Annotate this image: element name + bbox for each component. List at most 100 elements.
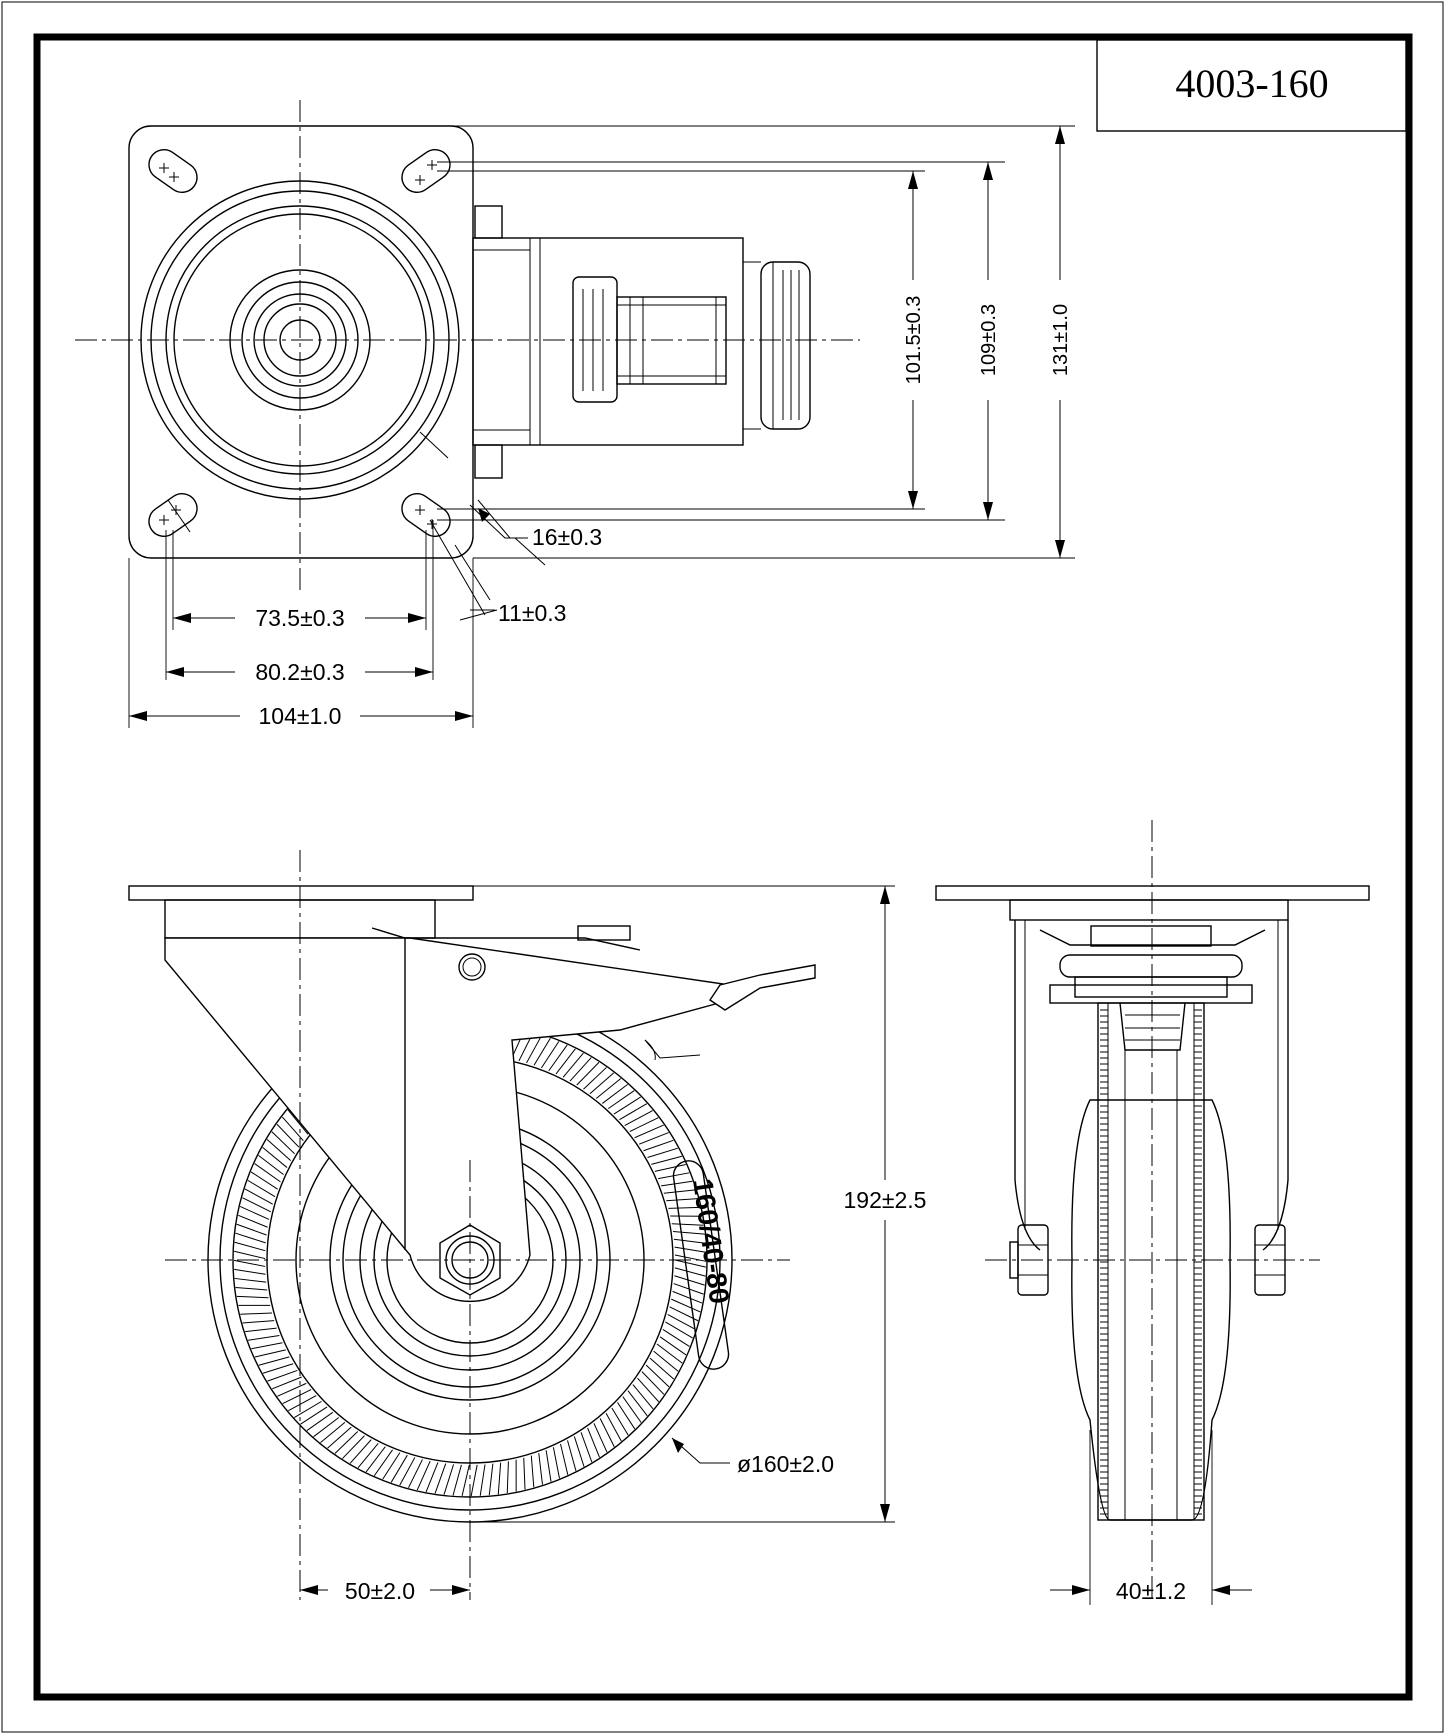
tread-tick <box>617 1402 636 1430</box>
tread-tick <box>266 1139 292 1161</box>
tread-tick <box>605 1413 622 1442</box>
dim-plate-width: 104±1.0 <box>129 703 473 729</box>
dim-overall-height: 192±2.5 <box>844 886 927 1522</box>
dim-slot-length: 11±0.3 <box>429 519 566 626</box>
tread-tick <box>613 1096 641 1115</box>
tread-tick <box>262 1146 288 1168</box>
tread-tick <box>239 1205 270 1220</box>
tread-tick <box>277 1382 307 1397</box>
svg-text:192±2.5: 192±2.5 <box>844 1187 927 1213</box>
tread-tick <box>373 1449 393 1477</box>
tread-tick <box>653 1350 679 1372</box>
tread-tick <box>523 1457 526 1490</box>
tread-tick <box>300 1406 328 1425</box>
tread-tick <box>271 1131 295 1155</box>
tread-tick <box>593 1423 608 1453</box>
tread-tick <box>649 1357 675 1380</box>
tread-tick <box>234 1250 266 1260</box>
tread-tick <box>434 1463 447 1494</box>
tread-tick <box>425 1462 439 1493</box>
tread-tick <box>276 1123 300 1148</box>
tread-tick <box>632 1384 654 1410</box>
tread-tick <box>674 1275 705 1286</box>
dim-wheel-width: 40±1.2 <box>1050 1578 1252 1604</box>
tread-tick <box>235 1232 266 1244</box>
dim-height-outer: 131±1.0 <box>1050 126 1072 558</box>
tread-tick <box>619 1103 648 1121</box>
tread-tick <box>583 1067 607 1090</box>
tread-tick <box>672 1290 703 1304</box>
tread-tick <box>530 1455 535 1488</box>
side-fork <box>164 925 816 1302</box>
tread-tick <box>479 1464 486 1496</box>
tread-tick <box>552 1447 560 1479</box>
dim-height-mid: 109±0.3 <box>978 162 1000 520</box>
tread-tick <box>497 1462 502 1495</box>
tread-tick <box>306 1411 334 1431</box>
svg-text:40±1.2: 40±1.2 <box>1116 1578 1186 1604</box>
tread-tick <box>667 1313 696 1330</box>
tread-tick <box>580 1432 593 1463</box>
tread-tick <box>262 1363 294 1374</box>
tread-tick <box>562 1052 584 1078</box>
tire-marking: 160/40-80 <box>672 1160 735 1370</box>
tread-tick <box>622 1396 642 1423</box>
tread-tick <box>576 1061 600 1086</box>
tread-tick <box>654 1163 686 1172</box>
tread-tick <box>349 1439 372 1464</box>
brake-assembly-top <box>472 205 811 479</box>
tread-tick <box>651 1155 683 1165</box>
tread-tick <box>671 1298 701 1313</box>
tread-tick <box>673 1238 706 1244</box>
tread-tick <box>567 1440 577 1472</box>
tread-tick <box>538 1453 543 1485</box>
tread-tick <box>242 1320 275 1324</box>
dim-hole-span-outer: 80.2±0.3 <box>166 659 433 685</box>
mounting-hole-top-left <box>148 148 198 194</box>
tread-tick <box>668 1206 701 1209</box>
tread-tick <box>357 1442 379 1469</box>
tread-tick <box>560 1443 569 1475</box>
tread-tick <box>407 1459 423 1489</box>
tread-tick <box>627 1390 648 1417</box>
tread-tick <box>526 1034 543 1064</box>
tread-tick <box>602 1083 628 1104</box>
svg-text:73.5±0.3: 73.5±0.3 <box>255 605 344 631</box>
tread-tick <box>452 1464 462 1496</box>
front-wheel <box>1071 1002 1231 1521</box>
tread-tick <box>666 1198 698 1202</box>
tread-tick <box>488 1463 494 1496</box>
svg-text:104±1.0: 104±1.0 <box>259 703 342 729</box>
tread-tick <box>390 1454 408 1483</box>
mounting-hole-bottom-right <box>401 492 451 538</box>
tread-tick <box>545 1450 552 1482</box>
tread-tick <box>662 1329 690 1347</box>
front-tread-pattern <box>1100 1009 1202 1515</box>
tread-tick <box>637 1377 660 1403</box>
tread-tick <box>382 1452 401 1480</box>
dim-slot-width: 16±0.3 <box>419 431 602 566</box>
tread-tick <box>541 1041 560 1069</box>
tread-tick <box>624 1110 653 1126</box>
tread-tick <box>674 1254 707 1262</box>
tread-tick <box>663 1189 696 1194</box>
svg-text:11±0.3: 11±0.3 <box>498 600 566 626</box>
tread-tick <box>258 1154 284 1176</box>
tread-tick <box>399 1457 416 1486</box>
tread-tick <box>533 1037 551 1066</box>
side-view: 160/40-80 192±2.5 ø160±2.0 50±2.0 <box>128 850 927 1604</box>
tread-tick <box>674 1246 706 1253</box>
tread-tick <box>645 1364 670 1388</box>
tread-tick <box>461 1464 470 1496</box>
tread-tick <box>599 1418 615 1447</box>
tread-tick <box>282 1389 312 1405</box>
tread-tick <box>659 1336 687 1356</box>
mounting-hole-bottom-left <box>148 492 198 538</box>
tread-tick <box>250 1171 278 1190</box>
svg-text:ø160±2.0: ø160±2.0 <box>737 1451 834 1477</box>
tread-tick <box>634 1124 664 1139</box>
tread-tick <box>245 1327 277 1333</box>
tread-tick <box>327 1426 352 1449</box>
